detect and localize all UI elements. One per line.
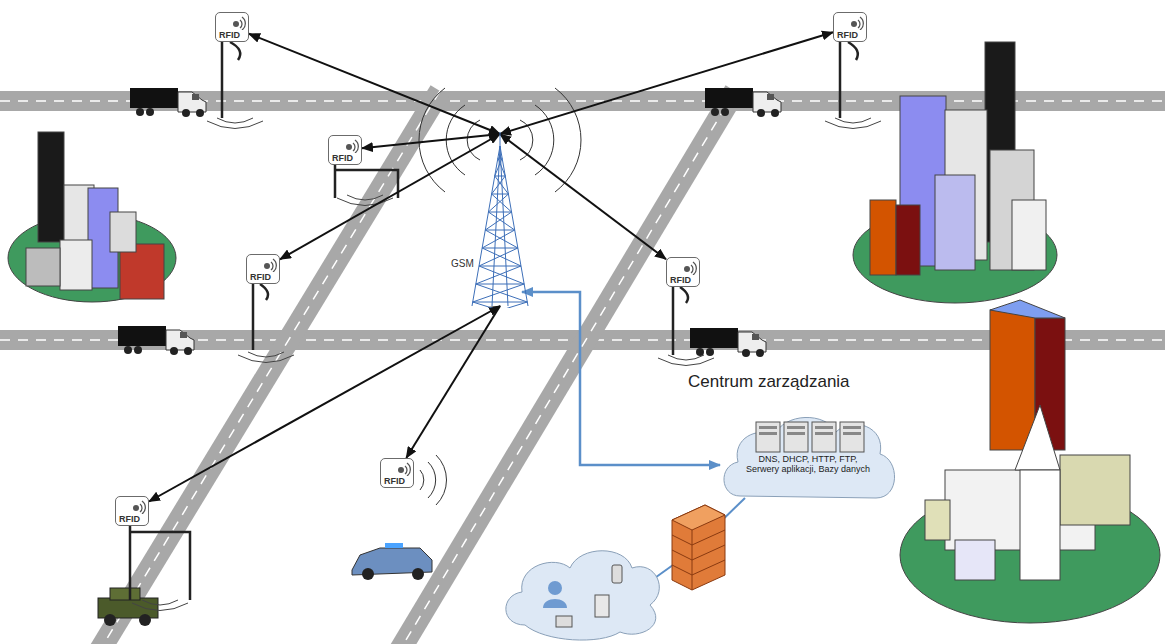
rfid-reader: RFID — [246, 254, 280, 284]
radio-link — [280, 134, 500, 259]
rfid-reader: RFID — [115, 496, 149, 526]
rfid-label: RFID — [670, 275, 691, 285]
roads — [0, 91, 1165, 644]
reader-pole — [222, 42, 240, 118]
rfid-label: RFID — [837, 30, 858, 40]
rfid-icon — [849, 14, 865, 30]
radio-link — [500, 32, 833, 134]
firewall — [672, 505, 725, 590]
city-buildings-left — [8, 132, 176, 302]
rfid-label: RFID — [384, 476, 405, 486]
rfid-reader: RFID — [666, 257, 700, 287]
church — [900, 300, 1160, 623]
rfid-icon — [682, 259, 698, 275]
gsm-tower: GSM — [450, 128, 540, 308]
rfid-label: RFID — [332, 153, 353, 163]
police-car — [352, 455, 447, 580]
rfid-icon — [396, 460, 412, 476]
reader-pole — [673, 287, 688, 355]
rfid-icon — [131, 498, 147, 514]
rfid-icon — [344, 137, 360, 153]
reader-signal — [238, 352, 294, 363]
rfid-reader: RFID — [215, 12, 249, 42]
tower-lattice — [450, 128, 540, 308]
rfid-reader: RFID — [328, 135, 362, 165]
user-network — [506, 498, 745, 640]
truck — [118, 326, 194, 355]
radio-link — [406, 306, 500, 458]
truck — [130, 88, 206, 117]
reader-signal — [207, 118, 263, 129]
military-vehicle — [98, 588, 158, 626]
rfid-icon — [262, 256, 278, 272]
radio-link — [149, 306, 500, 502]
reader-signal — [825, 118, 881, 129]
reader-pole — [130, 526, 190, 600]
city-buildings-right — [853, 42, 1057, 303]
services-text: DNS, DHCP, HTTP, FTP, Serwery aplikacji,… — [744, 454, 872, 475]
truck — [690, 328, 766, 357]
reader-pole — [840, 42, 858, 118]
radio-link — [500, 134, 666, 259]
radio-link — [249, 34, 500, 134]
rfid-icon — [231, 14, 247, 30]
rfid-reader: RFID — [380, 458, 414, 488]
reader-signal — [132, 600, 188, 611]
rfid-label: RFID — [119, 514, 140, 524]
truck — [705, 88, 781, 117]
rfid-label: RFID — [250, 272, 271, 282]
reader-pole — [335, 165, 398, 198]
reader-pole — [253, 284, 268, 350]
trucks — [118, 88, 781, 357]
reader-signal — [658, 355, 714, 366]
tower-label: GSM — [450, 258, 475, 269]
rfid-label: RFID — [219, 30, 240, 40]
center-heading: Centrum zarządzania — [688, 372, 850, 392]
reader-poles — [130, 42, 881, 611]
rfid-reader: RFID — [833, 12, 867, 42]
server-cloud: Centrum zarządzaniaDNS, DHCP, HTTP, FTP,… — [718, 408, 898, 503]
